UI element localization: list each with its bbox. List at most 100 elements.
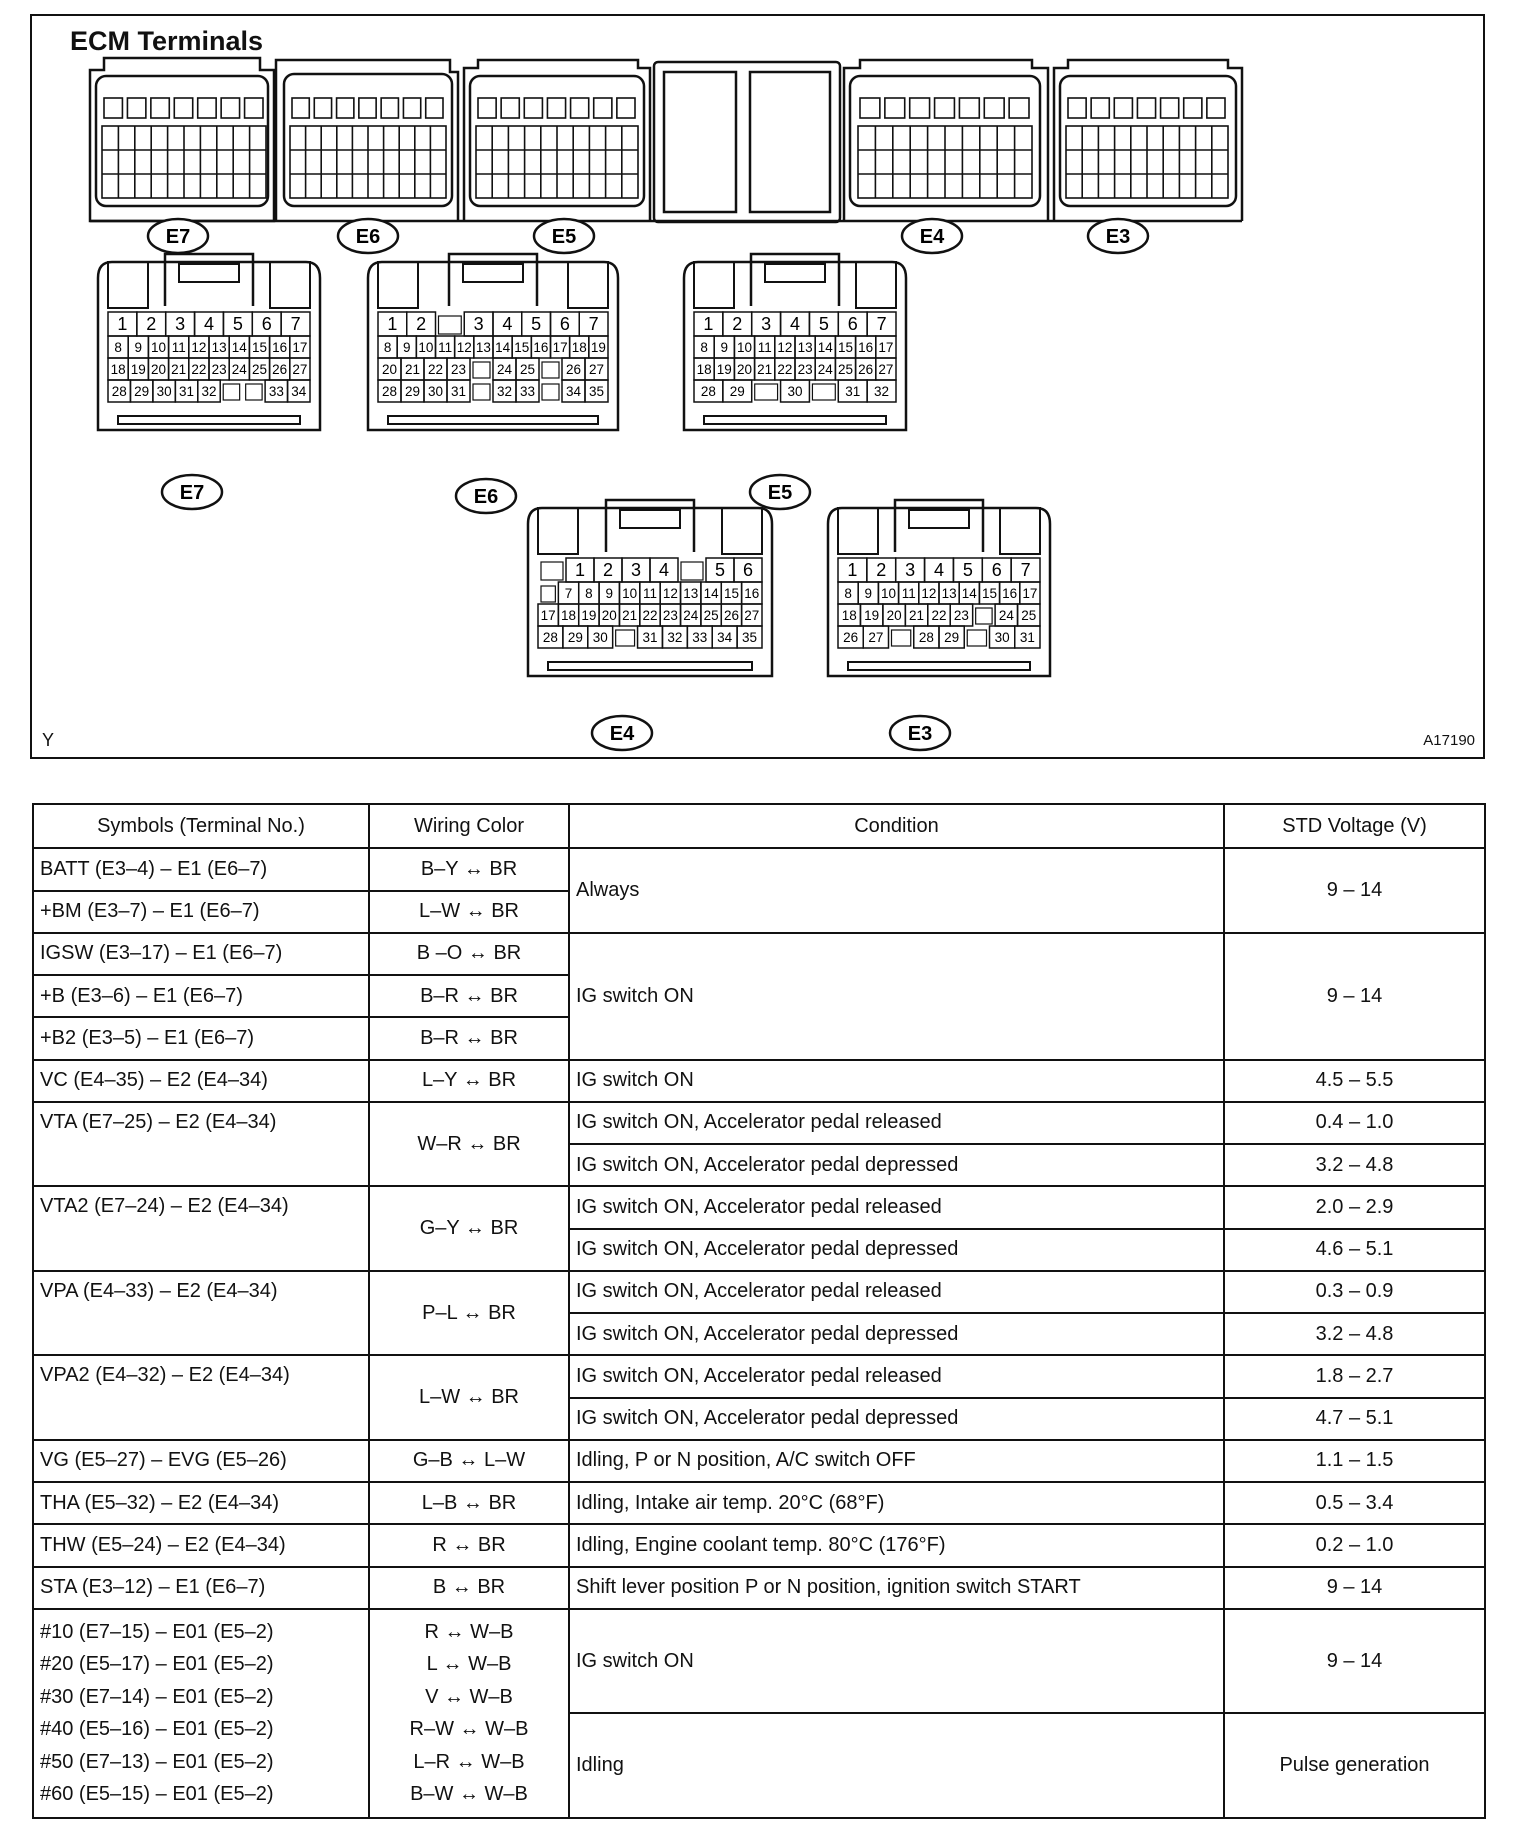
terminal-number: 8 <box>585 586 593 601</box>
wire-cell: L–Y ↔ BR <box>368 1058 570 1103</box>
symbol-cell: +B (E3–6) – E1 (E6–7) <box>32 973 370 1019</box>
terminal-number: 24 <box>232 362 248 377</box>
svg-text:E3: E3 <box>1106 226 1130 248</box>
terminal-number: 3 <box>631 560 641 580</box>
terminal-number: 27 <box>744 608 759 623</box>
connector-label-e4-detail: E4 <box>590 714 654 752</box>
terminal-number: 26 <box>843 630 858 645</box>
terminal-number: 20 <box>737 362 752 377</box>
condition-cell: IG switch ON, Accelerator pedal released <box>568 1185 1225 1230</box>
voltage-cell: 1.8 – 2.7 <box>1223 1354 1486 1399</box>
symbol-cell: VG (E5–27) – EVG (E5–26) <box>32 1438 370 1484</box>
terminal-number: 19 <box>864 608 879 623</box>
table-row: THA (E5–32) – E2 (E4–34) L–B ↔ BR Idling… <box>32 1480 1486 1526</box>
terminal-number: 1 <box>703 314 713 334</box>
terminal-number: 10 <box>622 586 637 601</box>
terminal-number: 29 <box>568 630 583 645</box>
wire-cell: G–Y ↔ BR <box>368 1185 570 1272</box>
terminal-number: 22 <box>777 362 792 377</box>
terminal-number: 14 <box>232 340 248 355</box>
table-row: VTA (E7–25) – E2 (E4–34) W–R ↔ BR IG swi… <box>32 1100 1486 1188</box>
ecm-header-outline <box>88 56 1244 224</box>
terminal-number: 18 <box>842 608 857 623</box>
terminal-number: 6 <box>560 314 570 334</box>
svg-text:E5: E5 <box>768 482 792 504</box>
header-condition: Condition <box>568 802 1225 850</box>
injector-symbol: #50 (E7–13) – E01 (E5–2) <box>40 1750 274 1773</box>
injector-wire: R–W ↔ W–B <box>409 1718 529 1741</box>
injector-wire: B–W ↔ W–B <box>410 1783 528 1806</box>
connector-label-e5: E5 <box>532 217 596 255</box>
voltage-cell: 4.5 – 5.5 <box>1223 1058 1486 1103</box>
svg-text:E5: E5 <box>552 226 576 248</box>
table-row: IG switch ON, Accelerator pedal depresse… <box>33 1142 1486 1188</box>
injector-symbol: #30 (E7–14) – E01 (E5–2) <box>40 1685 274 1708</box>
terminal-number: 6 <box>262 314 272 334</box>
wire-cell: L–B ↔ BR <box>368 1480 570 1526</box>
terminal-number: 3 <box>905 560 915 580</box>
terminal-number: 12 <box>663 586 678 601</box>
terminal-number: 10 <box>151 340 166 355</box>
terminal-number: 1 <box>847 560 857 580</box>
table-row: VPA (E4–33) – E2 (E4–34) P–L ↔ BR IG swi… <box>32 1269 1486 1357</box>
terminal-number: 32 <box>201 384 216 399</box>
terminal-number: 31 <box>451 384 466 399</box>
connector-label-e5-detail: E5 <box>748 473 812 511</box>
table-row-injectors: #10 (E7–15) – E01 (E5–2) #20 (E5–17) – E… <box>32 1607 1486 1820</box>
terminal-number: 28 <box>382 384 397 399</box>
wire-cell: B–R ↔ BR <box>368 1016 570 1061</box>
terminal-number: 31 <box>1020 630 1035 645</box>
terminal-number: 13 <box>476 340 491 355</box>
voltage-cell: 9 – 14 <box>1223 931 1486 1061</box>
table-row: STA (E3–12) – E1 (E6–7) B ↔ BR Shift lev… <box>32 1565 1486 1610</box>
terminal-number: 11 <box>902 586 916 601</box>
terminal-number: 25 <box>838 362 853 377</box>
terminal-number: 22 <box>191 362 206 377</box>
terminal-number: 13 <box>212 340 227 355</box>
symbol-cell: IGSW (E3–17) – E1 (E6–7) <box>32 931 370 977</box>
header-cavity-grid <box>475 97 639 199</box>
condition-cell: Idling, P or N position, A/C switch OFF <box>568 1438 1225 1484</box>
table-row-injectors: Idling Pulse generation <box>33 1712 1486 1819</box>
terminal-number: 28 <box>112 384 127 399</box>
terminal-number: 13 <box>798 340 813 355</box>
terminal-number: 32 <box>667 630 682 645</box>
condition-cell: IG switch ON, Accelerator pedal depresse… <box>568 1142 1225 1188</box>
terminal-number: 4 <box>204 314 214 334</box>
svg-text:E7: E7 <box>166 226 190 248</box>
terminal-number: 14 <box>704 586 720 601</box>
terminal-number: 33 <box>520 384 535 399</box>
table-row: IG switch ON, Accelerator pedal depresse… <box>33 1311 1486 1357</box>
table-row: VC (E4–35) – E2 (E4–34) L–Y ↔ BR IG swit… <box>32 1058 1486 1103</box>
condition-cell: IG switch ON, Accelerator pedal depresse… <box>568 1396 1225 1441</box>
header-symbols: Symbols (Terminal No.) <box>32 802 370 850</box>
voltage-cell: 3.2 – 4.8 <box>1223 1142 1486 1188</box>
voltage-cell: 1.1 – 1.5 <box>1223 1438 1486 1484</box>
terminal-number: 7 <box>1021 560 1031 580</box>
terminal-number: 5 <box>819 314 829 334</box>
terminal-number: 10 <box>881 586 896 601</box>
connector-label-e6-detail: E6 <box>454 477 518 515</box>
condition-cell: IG switch ON, Accelerator pedal released <box>568 1269 1225 1315</box>
terminal-number: 16 <box>858 340 873 355</box>
terminal-number: 16 <box>744 586 759 601</box>
header-std-voltage: STD Voltage (V) <box>1223 802 1486 850</box>
voltage-cell: 0.4 – 1.0 <box>1223 1100 1486 1146</box>
terminal-number: 4 <box>502 314 512 334</box>
terminal-number: 28 <box>919 630 934 645</box>
terminal-number: 21 <box>622 608 637 623</box>
terminal-number: 30 <box>428 384 443 399</box>
condition-cell: Shift lever position P or N position, ig… <box>568 1565 1225 1610</box>
table-row: +B (E3–6) – E1 (E6–7) B–R ↔ BR <box>32 973 1485 1019</box>
terminal-number: 10 <box>418 340 433 355</box>
terminal-number: 13 <box>683 586 698 601</box>
terminal-number: 19 <box>717 362 732 377</box>
terminal-number: 27 <box>589 362 604 377</box>
terminal-number: 5 <box>963 560 973 580</box>
terminal-number: 30 <box>787 384 802 399</box>
terminal-number: 26 <box>566 362 581 377</box>
symbol-cell: VTA2 (E7–24) – E2 (E4–34) <box>32 1185 370 1272</box>
